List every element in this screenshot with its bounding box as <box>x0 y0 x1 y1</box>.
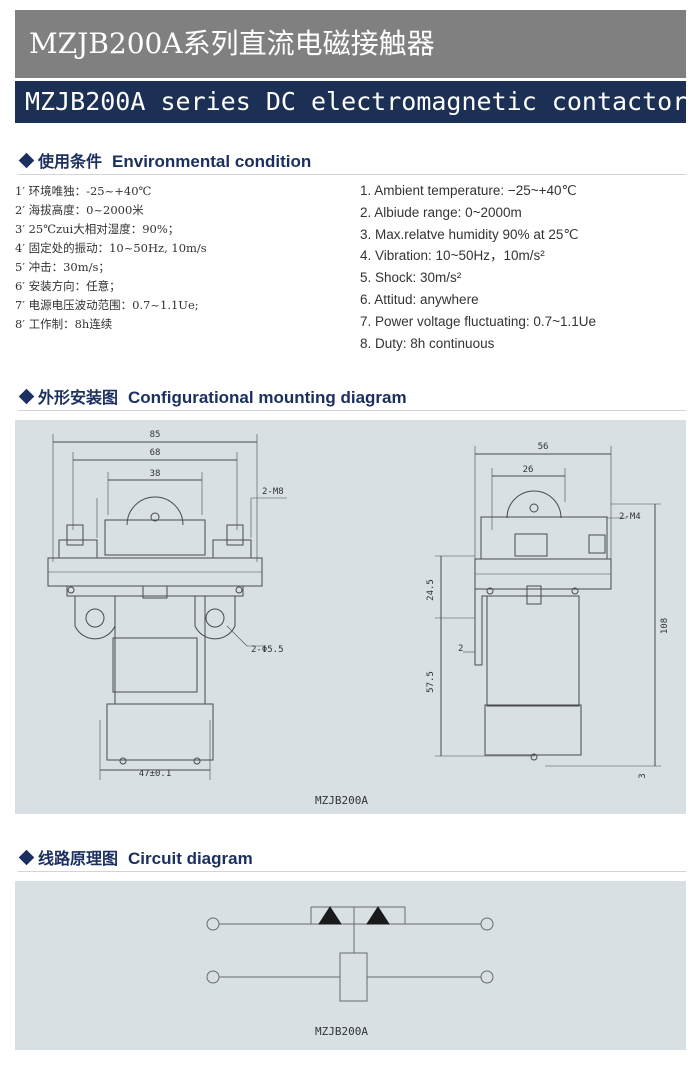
mounting-caption: MZJB200A <box>315 794 368 807</box>
condition-cn-4: 4′ 固定处的振动：10~50Hz, 10m/s <box>15 241 207 255</box>
circuit-caption: MZJB200A <box>315 1025 368 1038</box>
condition-cn-6: 6′ 安装方向：任意； <box>15 279 121 293</box>
condition-en-5: 5. Shock: 30m/s² <box>360 270 462 286</box>
dim-3: 3 <box>638 773 648 778</box>
section-header-environment: 使用条件 Environmental condition <box>18 148 686 175</box>
terminal-bottom-right <box>480 970 494 984</box>
dim-56: 56 <box>538 442 549 452</box>
condition-en-6: 6. Attitud: anywhere <box>360 291 479 307</box>
condition-cn-7: 7′ 电源电压波动范围：0.7~1.1Ue; <box>15 298 199 312</box>
dim-2-m8: 2-M8 <box>262 487 284 497</box>
condition-en-4: 4. Vibration: 10~50Hz，10m/s² <box>360 248 545 264</box>
dim-68: 68 <box>150 448 161 458</box>
dim-38: 38 <box>150 469 161 479</box>
dim-24-5: 24.5 <box>426 579 436 601</box>
section-title-cn: 线路原理图 <box>38 849 119 868</box>
terminal-top-right <box>480 917 494 931</box>
section-title-cn: 外形安装图 <box>38 388 119 407</box>
mounting-diagram: 85 68 38 2-M8 2-Φ5.5 47±0.1 <box>47 430 670 807</box>
dim-57-5: 57.5 <box>426 671 436 693</box>
terminal-bottom-left <box>206 970 220 984</box>
section-header-mounting: 外形安装图 Configurational mounting diagram <box>18 384 686 411</box>
diode-right-icon <box>366 906 390 925</box>
section-title-en: Configurational mounting diagram <box>128 388 407 407</box>
dim-85: 85 <box>150 430 161 440</box>
section-header-circuit: 线路原理图 Circuit diagram <box>18 845 686 872</box>
dim-2-m4: 2-M4 <box>619 512 641 522</box>
section-title-en: Environmental condition <box>112 152 312 171</box>
condition-cn-5: 5′ 冲击：30m/s； <box>15 260 110 274</box>
condition-en-1: 1. Ambient temperature: −25~+40℃ <box>360 183 577 198</box>
terminal-top-left <box>206 917 220 931</box>
conditions-list-cn: 1′ 环境唯独：-25~+40℃ 2′ 海拔高度：0~2000米 3′ 25℃z… <box>15 182 350 334</box>
diode-left-icon <box>318 906 342 925</box>
condition-en-8: 8. Duty: 8h continuous <box>360 335 495 351</box>
condition-en-7: 7. Power voltage fluctuating: 0.7~1.1Ue <box>360 313 597 329</box>
condition-en-2: 2. Albiude range: 0~2000m <box>360 204 522 220</box>
diamond-bullet-icon <box>18 388 35 405</box>
condition-cn-2: 2′ 海拔高度：0~2000米 <box>15 203 144 217</box>
diamond-bullet-icon <box>18 849 35 866</box>
title-chinese: MZJB200A系列直流电磁接触器 <box>15 10 686 78</box>
dim-47: 47±0.1 <box>139 769 172 779</box>
dim-108: 108 <box>660 618 670 634</box>
conditions-list-en: 1. Ambient temperature: −25~+40℃ 2. Albi… <box>360 180 690 354</box>
dim-26: 26 <box>523 465 534 475</box>
section-title-en: Circuit diagram <box>128 849 253 868</box>
dim-2-hole: 2-Φ5.5 <box>251 645 284 655</box>
section-title-cn: 使用条件 <box>38 152 103 171</box>
mounting-diagram-panel: 85 68 38 2-M8 2-Φ5.5 47±0.1 <box>15 420 686 814</box>
coil-symbol <box>339 952 368 1002</box>
condition-cn-8: 8′ 工作制：8h连续 <box>15 317 113 331</box>
circuit-diagram: MZJB200A <box>206 906 494 1038</box>
condition-en-3: 3. Max.relatve humidity 90% at 25℃ <box>360 226 579 242</box>
title-english: MZJB200A series DC electromagnetic conta… <box>15 81 686 123</box>
diamond-bullet-icon <box>18 152 35 169</box>
dim-2: 2 <box>458 644 463 654</box>
side-view: 56 26 2-M4 24.5 2 57.5 108 3 <box>426 442 670 779</box>
front-view: 85 68 38 2-M8 2-Φ5.5 47±0.1 <box>47 430 287 780</box>
condition-cn-3: 3′ 25℃zui大相对湿度：90%； <box>15 222 180 236</box>
circuit-diagram-panel: MZJB200A <box>15 881 686 1050</box>
condition-cn-1: 1′ 环境唯独：-25~+40℃ <box>15 184 152 198</box>
